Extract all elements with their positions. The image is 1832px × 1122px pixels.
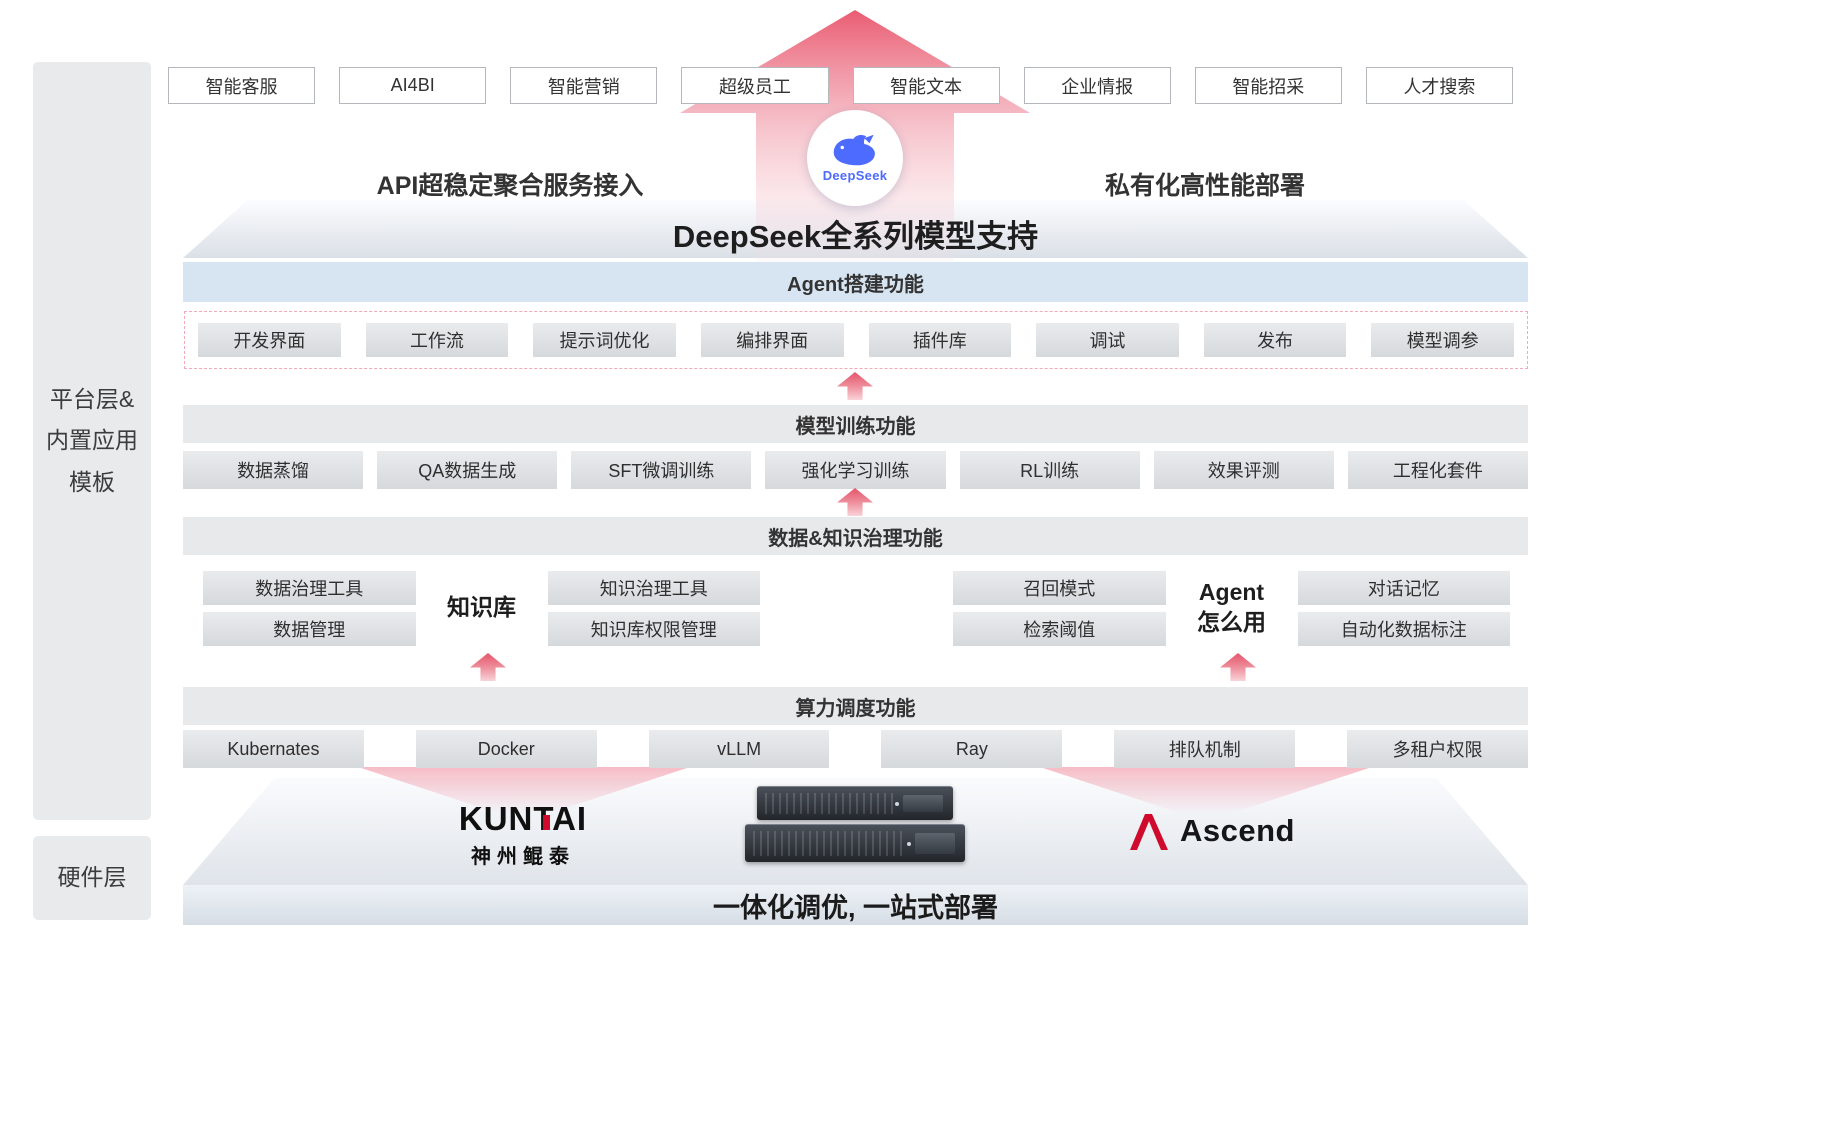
app-box: 智能文本: [852, 67, 1000, 104]
app-box: 智能客服: [168, 67, 316, 104]
agent-tool-box: 开发界面: [198, 323, 341, 357]
agent-group-right-col: 对话记忆 自动化数据标注: [1297, 570, 1510, 646]
sidebar-hardware-layer: 硬件层: [33, 836, 151, 920]
caption-private-deploy: 私有化高性能部署: [1104, 172, 1305, 200]
compute-item-box: Kubernates: [183, 730, 364, 768]
caption-api-access: API超稳定聚合服务接入: [376, 172, 644, 200]
bar-data-governance: 数据&知识治理功能: [183, 517, 1528, 555]
up-arrow-icon: [1220, 653, 1256, 681]
bar-agent-label: Agent搭建功能: [787, 273, 924, 296]
hardware-platform-front: 一体化调优, 一站式部署: [183, 885, 1528, 925]
agent-tool-box: 工作流: [365, 323, 509, 357]
app-box: 超级员工: [681, 67, 829, 104]
agent-usage-group: 召回模式 检索阈值 Agent 怎么用 对话记忆 自动化数据标注: [953, 568, 1510, 648]
bar-compute-scheduling: 算力调度功能: [183, 687, 1528, 725]
app-box: 智能招采: [1194, 67, 1342, 104]
server-unit-bottom: [745, 824, 965, 862]
platform-title: DeepSeek全系列模型支持: [672, 219, 1039, 254]
up-arrow-icon: [837, 488, 873, 516]
kuntai-logo-text: KUNTAI: [458, 800, 588, 837]
server-panel: [903, 795, 943, 812]
app-box: 智能营销: [510, 67, 658, 104]
server-hardware-image: [745, 786, 965, 864]
agent-group-box: 检索阈值: [953, 611, 1166, 646]
sidebar-platform-layer: 平台层& 内置应用 模板: [33, 62, 151, 820]
training-item-box: 数据蒸馏: [183, 451, 364, 489]
compute-item-box: 多租户权限: [1347, 730, 1528, 768]
compute-item-box: vLLM: [648, 730, 830, 768]
compute-item-box: 排队机制: [1114, 730, 1296, 768]
training-item-box: RL训练: [959, 451, 1140, 489]
platform-layer-label: 平台层& 内置应用 模板: [46, 385, 138, 495]
training-item-box: 效果评测: [1153, 451, 1334, 489]
knowledge-base-group: 数据治理工具 数据管理 知识库 知识治理工具 知识库权限管理: [203, 568, 760, 648]
kuntai-red-accent-icon: [542, 815, 550, 830]
deployment-caption: 一体化调优, 一站式部署: [712, 892, 998, 923]
agent-tool-box: 编排界面: [700, 323, 844, 357]
agent-tool-box: 提示词优化: [533, 323, 676, 357]
compute-item-box: Docker: [415, 730, 597, 768]
server-grille: [765, 793, 893, 814]
deepseek-logo-text: DeepSeek: [822, 168, 888, 183]
application-row: 智能客服 AI4BI 智能营销 超级员工 智能文本 企业情报 智能招采 人才搜索: [168, 67, 1513, 104]
ascend-logo: Ascend: [1128, 810, 1295, 852]
agent-group-left-col: 召回模式 检索阈值: [953, 570, 1166, 646]
agent-group-box: 对话记忆: [1297, 570, 1510, 605]
kuntai-chinese-name: 神州鲲泰: [471, 846, 575, 868]
training-item-box: SFT微调训练: [571, 451, 752, 489]
training-item-box: QA数据生成: [377, 451, 558, 489]
knowledge-group-right-col: 知识治理工具 知识库权限管理: [547, 570, 760, 646]
training-item-box: 工程化套件: [1347, 451, 1528, 489]
server-panel: [915, 833, 955, 854]
training-tools-row: 数据蒸馏 QA数据生成 SFT微调训练 强化学习训练 RL训练 效果评测 工程化…: [183, 451, 1528, 489]
server-led: [907, 841, 911, 846]
agent-tool-box: 调试: [1036, 323, 1179, 357]
agent-group-title: Agent 怎么用: [1197, 579, 1266, 635]
knowledge-group-box: 数据管理: [203, 611, 416, 646]
compute-tools-row: Kubernates Docker vLLM Ray 排队机制 多租户权限: [183, 730, 1528, 768]
knowledge-group-box: 数据治理工具: [203, 570, 416, 605]
server-grille: [753, 831, 905, 856]
agent-tool-box: 模型调参: [1371, 323, 1514, 357]
ascend-mark-icon: [1130, 814, 1168, 850]
bar-compute-label: 算力调度功能: [795, 697, 916, 720]
bar-data-label: 数据&知识治理功能: [768, 527, 943, 550]
knowledge-group-box: 知识治理工具: [547, 570, 760, 605]
bar-agent-building: Agent搭建功能: [183, 262, 1528, 302]
app-box: 企业情报: [1023, 67, 1171, 104]
ascend-logo-text: Ascend: [1180, 813, 1295, 848]
up-arrow-icon: [837, 372, 873, 400]
training-item-box: 强化学习训练: [765, 451, 946, 489]
agent-tool-box: 发布: [1203, 323, 1347, 357]
up-arrow-icon: [470, 653, 506, 681]
agent-group-box: 召回模式: [953, 570, 1166, 605]
bar-model-training: 模型训练功能: [183, 405, 1528, 443]
knowledge-group-title: 知识库: [447, 594, 516, 621]
app-box: AI4BI: [339, 67, 487, 104]
bar-training-label: 模型训练功能: [795, 415, 916, 438]
knowledge-group-left-col: 数据治理工具 数据管理: [203, 570, 416, 646]
server-unit-top: [757, 786, 953, 820]
hardware-layer-label: 硬件层: [57, 864, 127, 891]
server-led: [895, 801, 899, 806]
kuntai-logo-wordmark: KUNTAI: [459, 802, 587, 835]
whale-icon: [833, 134, 875, 166]
agent-tools-row: 开发界面 工作流 提示词优化 编排界面 插件库 调试 发布 模型调参: [184, 311, 1528, 369]
deepseek-logo: DeepSeek: [807, 110, 903, 206]
agent-tool-box: 插件库: [868, 323, 1012, 357]
agent-group-box: 自动化数据标注: [1297, 611, 1510, 646]
knowledge-group-box: 知识库权限管理: [547, 611, 760, 646]
kuntai-logo: KUNTAI 神州鲲泰: [418, 802, 628, 869]
app-box: 人才搜索: [1365, 67, 1513, 104]
compute-item-box: Ray: [881, 730, 1063, 768]
